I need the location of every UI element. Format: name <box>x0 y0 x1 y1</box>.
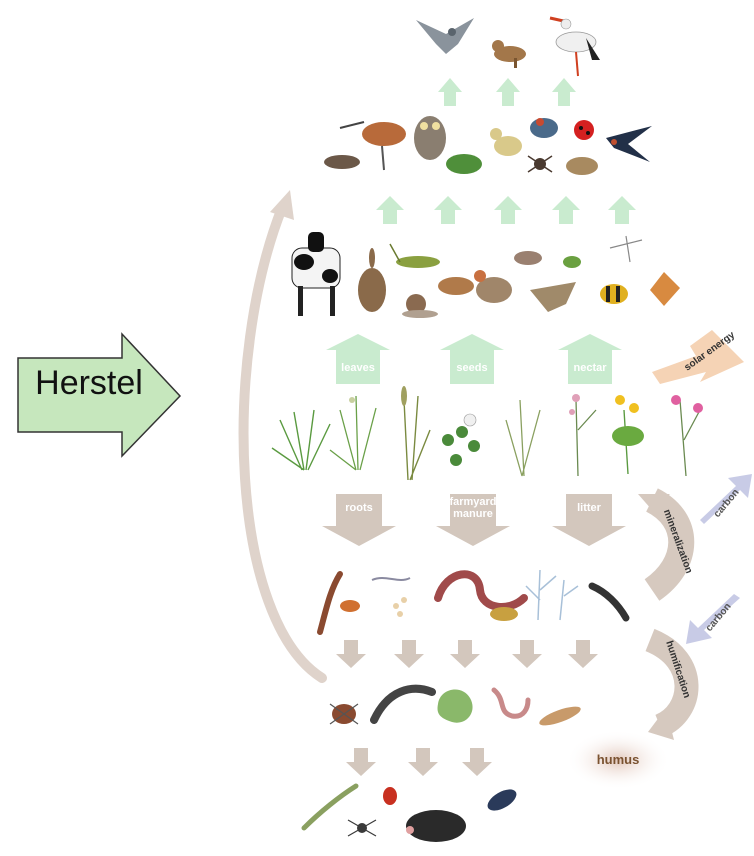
butterfly-icon <box>650 272 680 306</box>
seeds-label: seeds <box>450 362 494 374</box>
hen-harrier-icon <box>416 18 474 54</box>
mole-icon <box>406 810 466 842</box>
beetle-icon <box>484 785 520 815</box>
roots-label: roots <box>336 502 382 514</box>
fly-larva-icon <box>490 607 518 621</box>
partridge-icon <box>474 270 512 303</box>
soil-predators-row <box>330 689 583 729</box>
soil-top-row <box>304 785 520 842</box>
soil-arrows-row-1 <box>336 640 598 668</box>
plant-output-arrows <box>326 334 622 384</box>
buttercup-icon <box>612 395 644 474</box>
bluethroat-icon <box>530 118 558 138</box>
snail-icon <box>402 294 438 318</box>
swallow-icon <box>606 126 652 162</box>
herbivores-row <box>292 232 680 318</box>
lark-icon <box>566 157 598 175</box>
crane-fly-icon <box>610 236 642 262</box>
mite-eggs-icon <box>393 597 407 617</box>
woodlouse-icon <box>537 703 582 729</box>
hare-icon <box>358 248 386 312</box>
aphid-icon <box>563 256 581 268</box>
top-predators-row <box>416 18 600 76</box>
worm-icon <box>494 690 528 716</box>
herstel-label: Herstel <box>16 366 162 400</box>
little-owl-icon <box>414 116 446 160</box>
spider-small-icon <box>348 820 376 836</box>
dark-millipede-icon <box>374 689 432 720</box>
cow-icon <box>292 232 340 316</box>
amoeba-icon <box>438 689 473 722</box>
red-mite-icon <box>383 787 397 805</box>
yellow-rattle-icon <box>506 400 540 476</box>
white-stork-icon <box>550 18 600 76</box>
millipede-icon <box>592 586 626 618</box>
fungi-icon <box>526 570 578 620</box>
plants-row <box>272 386 703 480</box>
grasshopper-icon <box>390 244 440 268</box>
bumblebee-icon <box>600 284 628 304</box>
chick-icon <box>490 128 522 156</box>
nematode-icon <box>372 578 410 580</box>
green-arrows-row-2 <box>376 196 636 224</box>
soil-arrows-row-2 <box>346 748 492 776</box>
ragged-robin-icon <box>671 395 703 476</box>
shrew-icon <box>324 155 360 169</box>
grass-icon <box>272 410 330 470</box>
clover-icon <box>442 414 480 466</box>
spider-icon <box>528 156 552 172</box>
stoat-icon <box>492 40 526 68</box>
nectar-label: nectar <box>568 362 612 374</box>
frog-icon <box>446 154 482 174</box>
litter-label: litter <box>566 502 612 514</box>
predators-row <box>324 116 652 175</box>
centipede-icon <box>304 786 356 828</box>
decomposers-row <box>320 570 626 632</box>
vole-icon <box>438 277 474 295</box>
tick-icon <box>330 704 358 724</box>
foxtail-icon <box>401 386 430 480</box>
earthworm-icon <box>320 574 340 632</box>
manure-label: farmyard manure <box>440 496 506 520</box>
mouse-icon <box>514 251 542 265</box>
humus-label: humus <box>578 752 658 767</box>
green-arrows-row-1 <box>438 78 576 106</box>
meadow-grass-icon <box>330 396 376 470</box>
ladybird-icon <box>574 120 594 140</box>
sorrel-icon <box>569 394 596 476</box>
large-earthworm-icon <box>438 574 524 607</box>
leaves-label: leaves <box>336 362 380 374</box>
moth-icon <box>530 282 576 312</box>
springtail-icon <box>340 600 360 612</box>
